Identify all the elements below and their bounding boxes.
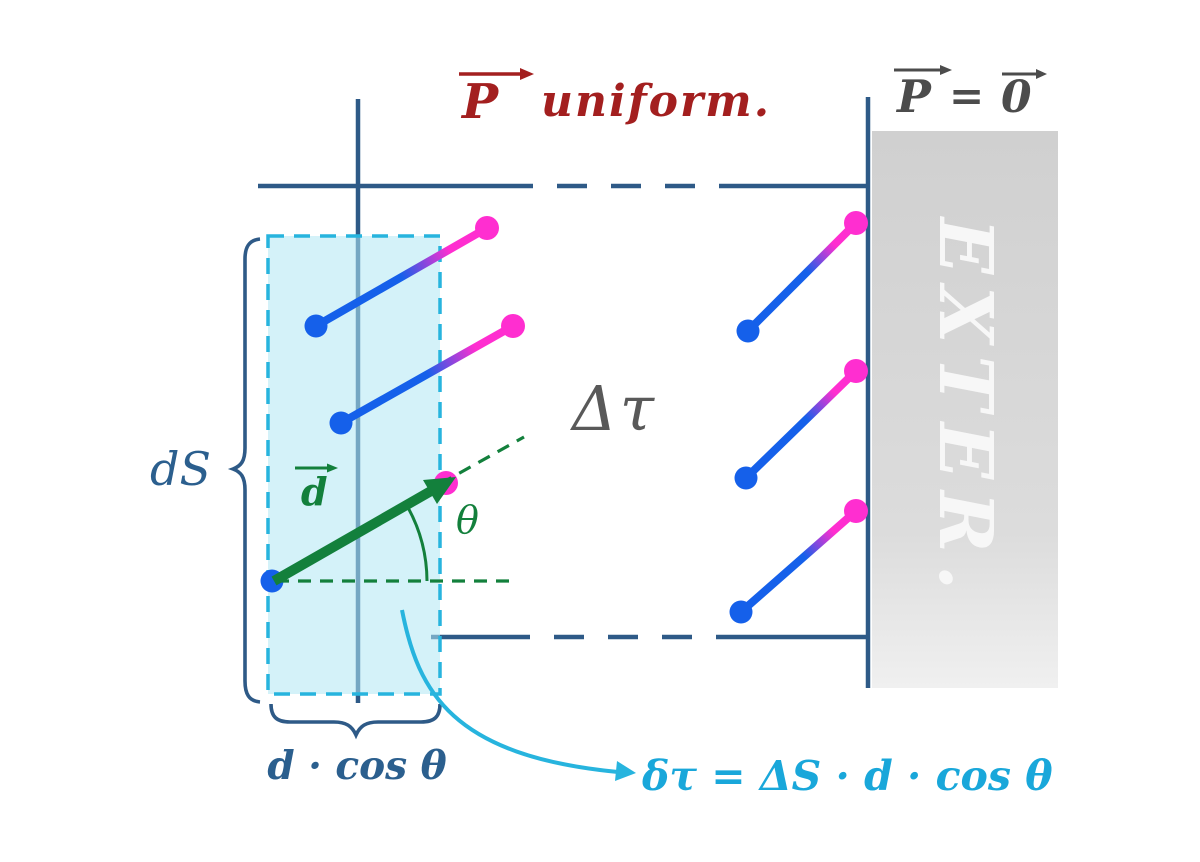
p-vector-arrowhead-icon [940,65,952,75]
exterior-region-label: EXTER. [922,216,1008,603]
exterior-band [872,131,1058,688]
uniform-polarization-title: P uniform. [459,68,771,130]
volume-formula-label: δτ = ΔS · d · cos θ [641,752,1053,800]
dipole-line [337,322,517,427]
displacement-vector-arrowhead-icon [423,477,456,504]
positive-charge-dot [475,216,499,240]
d-vector-arrowhead-icon [327,463,338,473]
dipole [304,216,499,338]
negative-charge-dot [734,466,758,490]
dipole-line [744,219,860,335]
thickness-annotation: d · cos θ [267,703,447,789]
displacement-construction: d θ [271,435,525,586]
dipole [734,359,868,490]
exterior-region: EXTER. [872,131,1058,688]
condition-equals: = [949,71,984,120]
dipole-line [312,224,491,330]
angle-arc [404,503,429,582]
displacement-vector-label: d [301,469,328,514]
displacement-vector-arrow [271,486,434,586]
negative-charge-dot [729,600,753,624]
condition-p-symbol: P [895,70,932,123]
angle-theta-label: θ [456,498,479,542]
dipole [329,314,525,435]
volume-delta-tau-label: Δτ [570,372,657,445]
negative-charge-dot [329,411,353,435]
positive-charge-dot [501,314,525,338]
condition-zero: 0 [1001,72,1032,123]
formula-pointer-arrowhead-icon [615,761,636,781]
surface-ds-label: dS [150,442,211,496]
dipole [729,499,868,624]
p-vector-arrowhead-icon [520,68,534,80]
ds-annotation: dS [150,237,261,704]
dipole [736,211,868,343]
surface-slab-rect [266,234,442,696]
positive-charge-dot [844,499,868,523]
ds-brace [227,237,261,704]
exterior-condition: P = 0 [894,65,1047,123]
thickness-brace [269,703,442,740]
thickness-label: d · cos θ [267,743,446,789]
title-uniform-text: uniform. [541,76,771,127]
negative-charge-dot [304,314,328,338]
dipole-line [742,367,860,482]
extension-dashed-line [439,435,525,486]
formula-pointer-arrow [400,609,619,774]
dipole-line [737,507,860,616]
positive-charge-dot [844,359,868,383]
title-p-symbol: P [460,74,500,130]
surface-slab [266,234,442,696]
negative-charge-dot [736,319,760,343]
positive-charge-dot [844,211,868,235]
formula-annotation: δτ = ΔS · d · cos θ [400,609,1053,800]
zero-vector-arrowhead-icon [1036,69,1047,79]
